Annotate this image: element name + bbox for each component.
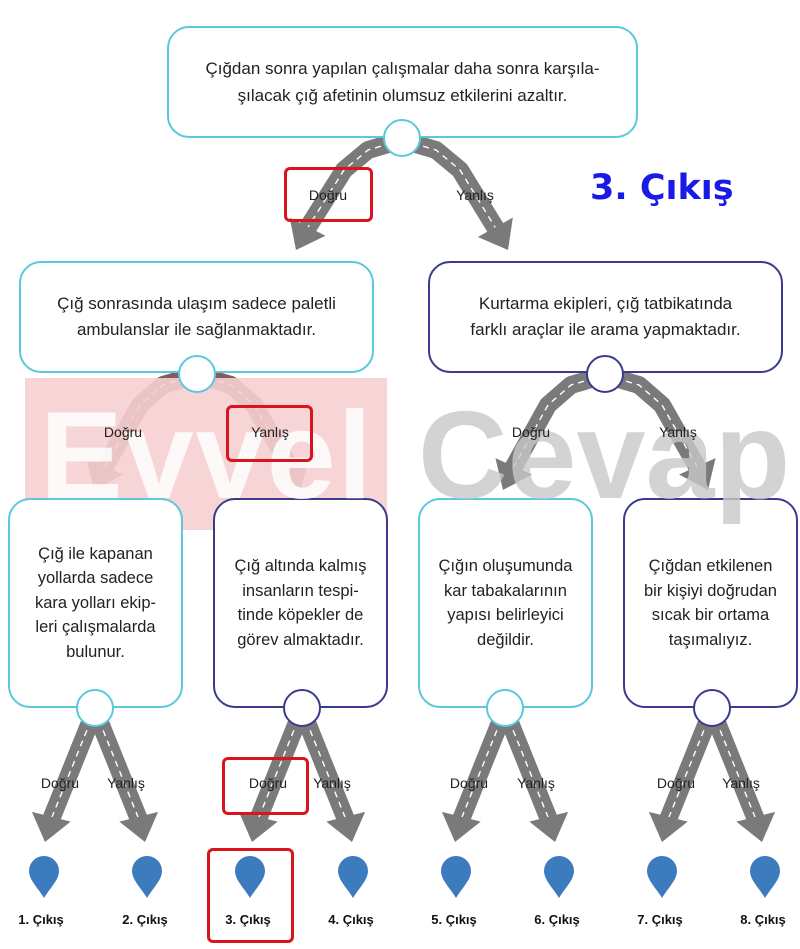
- location-pin-icon: [750, 856, 780, 898]
- label-false-leaf-2: Yanlış: [313, 775, 351, 791]
- location-pin-icon: [441, 856, 471, 898]
- location-pin-icon: [647, 856, 677, 898]
- exit-label-6: 6. Çıkış: [534, 912, 580, 927]
- exit-label-3: 3. Çıkış: [225, 912, 271, 927]
- connector-node: [486, 689, 524, 727]
- connector-node: [383, 119, 421, 157]
- label-true-leaf-1: Doğru: [40, 775, 80, 791]
- watermark-evvel: Evvel: [40, 387, 375, 525]
- question-text-right: Kurtarma ekipleri, çığ tatbikatında fark…: [470, 294, 741, 339]
- connector-node: [178, 355, 216, 393]
- label-false-root: Yanlış: [456, 187, 494, 203]
- leaf-question-text-4: Çığdan etkilenen bir kişiyi doğrudan sıc…: [644, 557, 777, 649]
- label-true-leaf-2: Doğru: [248, 775, 288, 791]
- leaf-question-box-4: Çığdan etkilenen bir kişiyi doğrudan sıc…: [623, 498, 798, 708]
- label-true-leaf-4: Doğru: [656, 775, 696, 791]
- location-pin-icon: [132, 856, 162, 898]
- exit-label-1: 1. Çıkış: [18, 912, 64, 927]
- exit-label-7: 7. Çıkış: [637, 912, 683, 927]
- leaf-question-box-2: Çığ altında kalmış insanların tespi- tin…: [213, 498, 388, 708]
- exit-label-5: 5. Çıkış: [431, 912, 477, 927]
- location-pin-icon: [338, 856, 368, 898]
- location-pin-icon: [29, 856, 59, 898]
- connector-node: [586, 355, 624, 393]
- location-pin-icon: [235, 856, 265, 898]
- connector-node: [693, 689, 731, 727]
- leaf-question-text-2: Çığ altında kalmış insanların tespi- tin…: [234, 557, 367, 649]
- highlight-false-left: [226, 405, 313, 462]
- label-false-right: Yanlış: [659, 424, 697, 440]
- label-false-left: Yanlış: [251, 424, 289, 440]
- question-box-left: Çığ sonrasında ulaşım sadece paletli amb…: [19, 261, 374, 373]
- connector-node: [76, 689, 114, 727]
- label-false-leaf-1: Yanlış: [107, 775, 145, 791]
- leaf-question-text-3: Çığın oluşumunda kar tabakalarının yapıs…: [438, 557, 573, 649]
- exit-label-4: 4. Çıkış: [328, 912, 374, 927]
- label-true-right: Doğru: [511, 424, 551, 440]
- connector-node: [283, 689, 321, 727]
- exit-label-8: 8. Çıkış: [740, 912, 786, 927]
- label-true-leaf-3: Doğru: [449, 775, 489, 791]
- exit-label-2: 2. Çıkış: [122, 912, 168, 927]
- leaf-question-text-1: Çığ ile kapanan yollarda sadece kara yol…: [34, 544, 157, 661]
- answer-label: 3. Çıkış: [590, 168, 734, 208]
- location-pin-icon: [544, 856, 574, 898]
- highlight-exit-3: [207, 848, 294, 943]
- label-true-root: Doğru: [308, 187, 348, 203]
- root-question-text: Çığdan sonra yapılan çalışmalar daha son…: [205, 59, 600, 105]
- highlight-true-root: [284, 167, 373, 222]
- label-true-left: Doğru: [103, 424, 143, 440]
- label-false-leaf-3: Yanlış: [517, 775, 555, 791]
- label-false-leaf-4: Yanlış: [722, 775, 760, 791]
- watermark-cevap: Cevap: [418, 387, 791, 525]
- leaf-question-box-3: Çığın oluşumunda kar tabakalarının yapıs…: [418, 498, 593, 708]
- highlight-true-leaf-2: [222, 757, 309, 815]
- question-text-left: Çığ sonrasında ulaşım sadece paletli amb…: [57, 294, 336, 339]
